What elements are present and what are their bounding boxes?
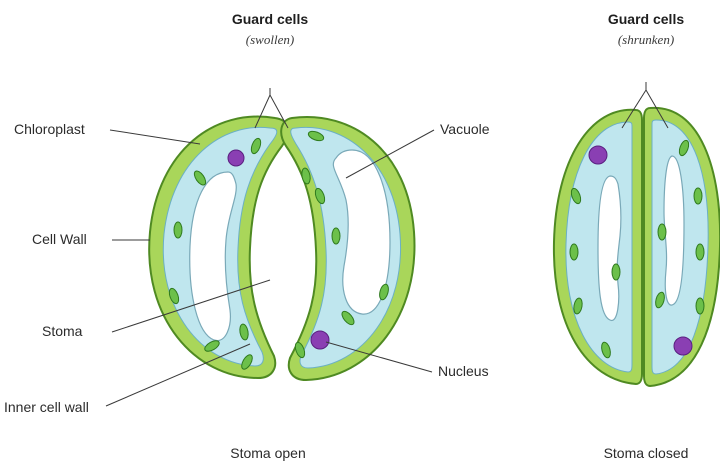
closed-stoma-figure: Guard cells (shrunken) Stoma closed xyxy=(554,11,720,461)
label-inner-cell-wall: Inner cell wall xyxy=(4,399,89,415)
pointer-chloroplast xyxy=(110,130,200,144)
caption-stoma-open: Stoma open xyxy=(230,445,306,461)
caption-stoma-closed: Stoma closed xyxy=(604,445,689,461)
left-guard-cell-closed xyxy=(554,110,642,384)
chloroplast xyxy=(332,228,340,244)
chloroplast xyxy=(612,264,620,280)
left-nucleus xyxy=(228,150,244,166)
right-nucleus xyxy=(674,337,692,355)
left-guard-cell-open xyxy=(149,117,288,378)
chloroplast xyxy=(694,188,702,204)
left-nucleus xyxy=(589,146,607,164)
open-stoma-figure: Guard cells (swollen) Chloroplast Cell W… xyxy=(4,11,490,461)
label-cell-wall: Cell Wall xyxy=(32,231,87,247)
chloroplast xyxy=(570,244,578,260)
chloroplast xyxy=(174,222,182,238)
chloroplast xyxy=(696,244,704,260)
left-vacuole xyxy=(598,176,621,320)
chloroplast xyxy=(696,298,704,314)
label-vacuole: Vacuole xyxy=(440,121,490,137)
label-stoma: Stoma xyxy=(42,323,83,339)
pointer-inner-cell-wall xyxy=(106,344,250,406)
closed-header-title: Guard cells xyxy=(608,11,684,27)
right-nucleus xyxy=(311,331,329,349)
open-header-title: Guard cells xyxy=(232,11,308,27)
label-chloroplast: Chloroplast xyxy=(14,121,85,137)
closed-header-subtitle: (shrunken) xyxy=(618,32,674,47)
right-vacuole xyxy=(664,156,684,305)
right-guard-cell-closed xyxy=(644,108,720,386)
right-guard-cell-open xyxy=(281,117,414,380)
chloroplast xyxy=(658,224,666,240)
open-header-subtitle: (swollen) xyxy=(246,32,294,47)
label-nucleus: Nucleus xyxy=(438,363,489,379)
